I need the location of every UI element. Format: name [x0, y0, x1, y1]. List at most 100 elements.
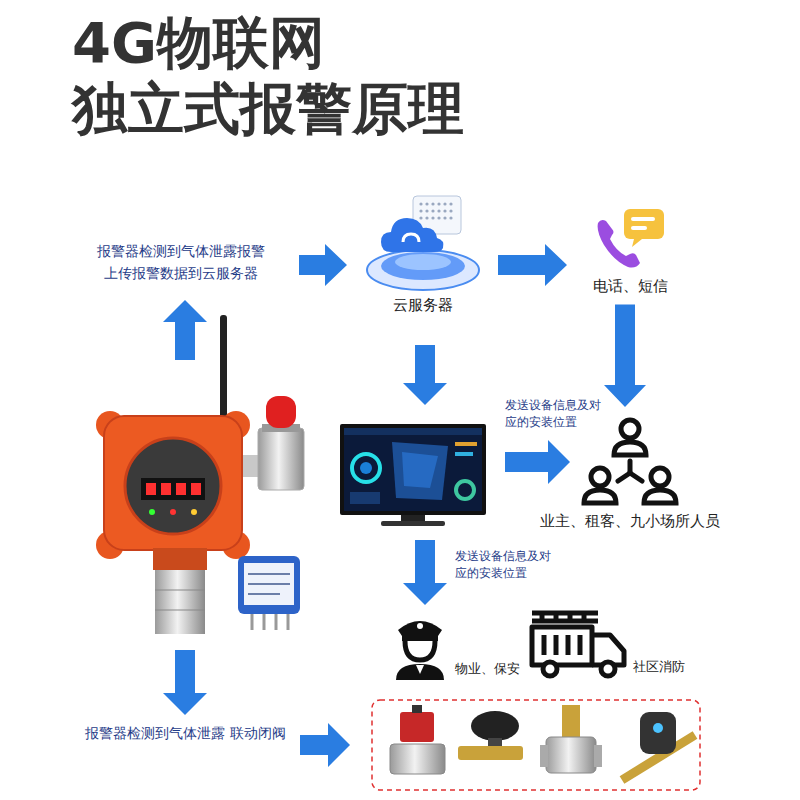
gas-detector-part — [170, 509, 176, 515]
cloud-server-icon-part-part — [449, 216, 452, 219]
phone-sms: 电话、短信 — [575, 205, 685, 297]
cloud-server-icon-part — [403, 234, 419, 242]
gas-detector-part — [155, 610, 205, 611]
valve-group-part — [640, 712, 676, 754]
monitor-part — [392, 442, 448, 500]
people-icon-part-part — [651, 468, 669, 486]
valve-group-part — [412, 705, 422, 713]
flow-arrows-part — [403, 540, 447, 605]
cloud-server-icon-part — [381, 218, 443, 252]
cloud-server-icon-part-part — [437, 202, 440, 205]
people-icon-part-part — [644, 490, 676, 503]
gas-detector-part — [146, 483, 156, 495]
fire-truck-icon-part-part — [554, 635, 559, 655]
monitor-part — [344, 428, 482, 435]
edge-note: 发送设备信息及对应的安装位置 — [455, 548, 555, 583]
step-text: 报警器检测到气体泄露 联动闭阀 — [85, 722, 286, 744]
gas-detector — [96, 315, 304, 634]
people-icon-part-part — [591, 468, 609, 486]
gas-detector-part — [161, 483, 171, 495]
monitor-part — [401, 515, 425, 522]
monitor-part — [344, 428, 482, 511]
fire-truck-icon-part-part — [582, 613, 587, 621]
people-icon — [580, 415, 680, 510]
phone-sms-icon-part — [631, 217, 655, 221]
cloud-server-icon-part-part — [449, 202, 452, 205]
fire-truck-icon-part-part — [532, 627, 592, 665]
monitor-part — [456, 481, 474, 499]
people-icon-part-part — [630, 473, 642, 481]
monitor-part — [402, 452, 438, 488]
node-label: 云服务器 — [393, 296, 453, 316]
guard-icon-part — [402, 636, 438, 641]
monitor-part — [381, 521, 445, 526]
cloud-server-icon-part-part — [419, 202, 422, 205]
gas-detector-part-part — [287, 614, 290, 630]
monitor-part — [350, 492, 380, 504]
valve-group-part — [471, 711, 519, 741]
gas-detector-part — [176, 483, 186, 495]
node-label: 社区消防 — [633, 659, 685, 680]
property-guard: 物业、保安 — [390, 612, 530, 682]
monitor-part — [360, 462, 372, 474]
flow-arrows-part — [505, 440, 570, 484]
people-icon-part-part — [614, 442, 646, 455]
cloud-server-icon-part — [367, 250, 479, 290]
gas-detector-part — [266, 396, 296, 428]
cloud-server-icon-part-part — [419, 209, 422, 212]
cloud-server-icon-part-part — [431, 202, 434, 205]
cloud-server-icon — [363, 186, 483, 294]
guard-icon-part — [405, 641, 435, 660]
gas-detector-part — [252, 614, 288, 630]
valve-group — [372, 700, 700, 790]
fire-truck-icon — [528, 605, 628, 680]
fire-truck-icon-part-part — [566, 635, 571, 655]
gas-detector-part — [248, 573, 290, 575]
cloud-server-icon-part — [419, 202, 452, 219]
cloud-server-icon-part-part — [437, 216, 440, 219]
flow-arrows-part — [403, 345, 447, 405]
guard-icon-part — [416, 665, 424, 674]
gas-detector-part-part — [275, 614, 278, 630]
monitor-part — [352, 454, 380, 482]
node-label: 电话、短信 — [593, 277, 668, 297]
gas-detector-part — [155, 570, 205, 634]
gas-detector-part — [191, 509, 197, 515]
people-icon-part — [584, 420, 676, 503]
monitor-part — [340, 424, 486, 515]
cloud-server-icon-part-part — [437, 209, 440, 212]
fire-truck-icon-part-part — [601, 662, 615, 676]
flow-arrows-part — [163, 300, 207, 360]
fire-truck-icon-part-part — [568, 613, 573, 621]
fire-truck-icon-part-part — [578, 635, 583, 655]
fire-truck-icon-part-part — [554, 613, 559, 621]
gas-detector-part — [153, 548, 207, 570]
gas-detector-part — [248, 583, 290, 585]
cloud-server-icon-part — [395, 254, 451, 270]
guard-icon — [390, 612, 450, 682]
icon-holder — [528, 605, 628, 680]
flow-arrow — [498, 244, 567, 286]
cloud-server-icon-part-part — [419, 216, 422, 219]
step-text: 报警器检测到气体泄露报警 上传报警数据到云服务器 — [70, 240, 291, 285]
gas-detector-part — [141, 478, 205, 500]
monitor — [340, 424, 486, 526]
valve-group-part — [458, 746, 523, 760]
cloud-server-icon-part-part — [425, 202, 428, 205]
guard-icon-part — [398, 621, 442, 636]
node-label: 报警器检测到气体泄露报警 上传报警数据到云服务器 — [70, 240, 291, 285]
icon-holder — [363, 186, 483, 294]
cloud-server: 云服务器 — [355, 186, 490, 316]
cloud-server-icon-part-part — [431, 209, 434, 212]
gas-detector-part — [155, 590, 205, 591]
phone-sms-icon-part — [624, 209, 664, 239]
valve-group-part — [653, 723, 663, 733]
valve-group-part — [540, 745, 548, 767]
cloud-server-icon-part-part — [449, 209, 452, 212]
valve-group-part — [594, 745, 602, 767]
gas-detector-part — [258, 428, 304, 490]
guard-icon-part — [417, 623, 423, 629]
gas-detector-part — [238, 556, 300, 614]
node-label: 报警器检测到气体泄露 联动闭阀 — [85, 722, 286, 744]
